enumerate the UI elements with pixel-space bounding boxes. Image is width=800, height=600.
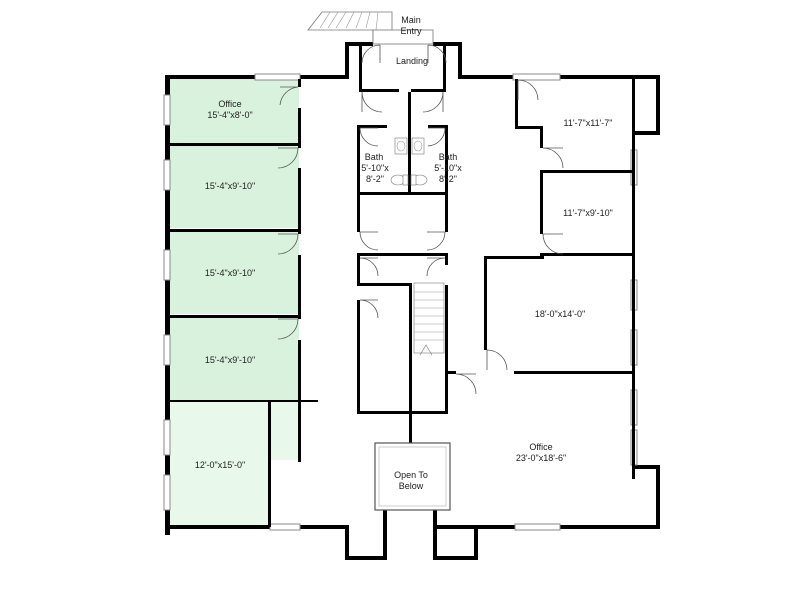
label-room-left-4: 15'-4"x9'-10" [204, 355, 256, 365]
central-stair [413, 282, 445, 356]
bath-fixtures [390, 137, 428, 186]
label-bath-right-name: Bath [438, 152, 458, 162]
central-core [357, 92, 448, 443]
open-to-below-box [374, 442, 451, 511]
label-landing: Landing [395, 56, 429, 66]
doors [277, 44, 564, 395]
entry-stairs [307, 11, 434, 45]
label-office-bottom-right-name: Office [529, 442, 553, 452]
label-room-right-3: 18'-0"x14'-0" [534, 309, 586, 319]
label-room-left-3: 15'-4"x9'-10" [204, 268, 256, 278]
label-bath-right-dim: 5'-10"x 8'-2" [434, 163, 462, 184]
label-room-left-5: 12'-0"x15'-0" [194, 460, 246, 470]
label-office-top-left-name: Office [218, 99, 242, 109]
right-partitions [448, 79, 635, 479]
label-room-right-1: 11'-7"x11'-7" [563, 118, 613, 128]
room-left-3-fill [168, 231, 299, 314]
office-top-left-fill [168, 79, 299, 143]
outer-walls [165, 42, 660, 560]
room-left-5-fill [168, 402, 299, 527]
label-office-bottom-right-dim: 23'-0"x18'-6" [515, 453, 567, 463]
label-bath-left-name: Bath [364, 152, 384, 162]
label-room-left-2: 15'-4"x9'-10" [204, 181, 256, 191]
label-main-entry: Main Entry [400, 15, 422, 36]
label-office-top-left-dim: 15'-4"x8'-0" [207, 110, 253, 120]
left-partitions [168, 79, 318, 527]
label-bath-left-dim: 5'-10"x 8'-2" [361, 163, 389, 184]
landing-walls [359, 42, 446, 92]
room-left-2-fill [168, 145, 299, 228]
room-left-4-fill [168, 317, 299, 400]
label-room-right-2: 11'-7"x9'-10" [563, 208, 613, 218]
label-open-to-below: Open To Below [394, 470, 428, 491]
